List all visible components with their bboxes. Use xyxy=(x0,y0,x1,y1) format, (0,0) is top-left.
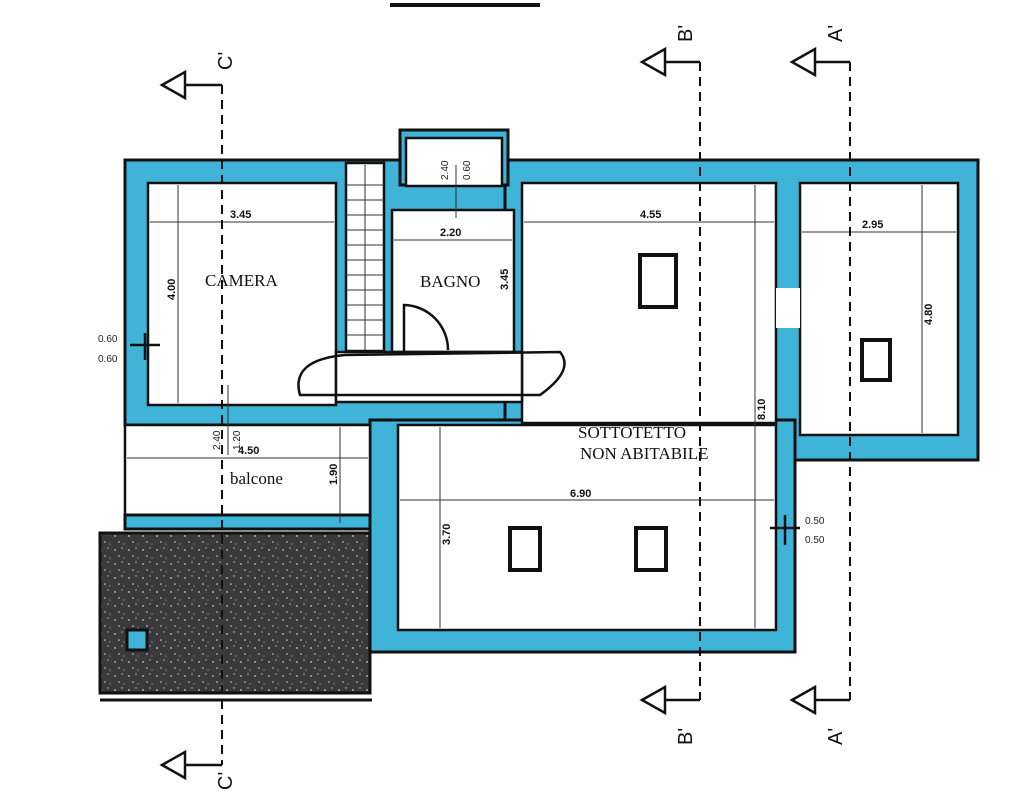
dim-camera-height: 4.00 xyxy=(166,279,178,300)
window-markers xyxy=(130,333,800,545)
sottotetto-lower xyxy=(396,423,778,632)
skylight-lower-right xyxy=(634,526,668,572)
balcone-parapet xyxy=(123,513,372,531)
dim-small-room-height: 4.80 xyxy=(923,304,935,325)
section-label-a-bottom: A' xyxy=(825,728,847,745)
dim-window-right-a: 0.50 xyxy=(805,516,825,527)
dim-window-top-b: 0.60 xyxy=(462,160,473,180)
room-label-balcone: balcone xyxy=(230,469,283,488)
dim-sottotetto-bottom-width: 6.90 xyxy=(570,488,591,500)
roof-area xyxy=(98,531,372,695)
skylight-lower-left xyxy=(508,526,542,572)
skylights xyxy=(508,253,892,572)
small-room-opening xyxy=(776,288,800,328)
room-label-sottotetto: SOTTOTETTO xyxy=(578,423,686,442)
skylight-small-room xyxy=(860,338,892,382)
room-label-non-abitabile: NON ABITABILE xyxy=(580,444,709,463)
bagno-room xyxy=(390,208,516,354)
landing-curve xyxy=(297,350,566,397)
dim-sottotetto-height: 8.10 xyxy=(756,399,768,420)
section-lines xyxy=(185,60,851,767)
small-room xyxy=(798,181,960,437)
dim-window-right-b: 0.50 xyxy=(805,535,825,546)
niche xyxy=(404,136,504,188)
dim-balcone-door-a: 2.40 xyxy=(212,430,223,450)
stair-treads xyxy=(346,165,384,350)
inner-floors xyxy=(146,136,960,632)
dim-balcone-door-b: 1.20 xyxy=(232,430,243,450)
dim-window-top-a: 2.40 xyxy=(440,160,451,180)
dim-balcone-width: 4.50 xyxy=(238,445,259,457)
bagno-door-swing xyxy=(402,303,450,352)
section-label-b-top: B' xyxy=(675,25,697,42)
room-label-bagno: BAGNO xyxy=(420,272,480,291)
roof-chimney xyxy=(125,628,149,652)
dim-small-room-width: 2.95 xyxy=(862,219,883,231)
section-label-b-bottom: B' xyxy=(675,728,697,745)
dim-bagno-width: 2.20 xyxy=(440,227,461,239)
dim-window-left-b: 0.60 xyxy=(98,354,118,365)
section-label-c-top: C' xyxy=(215,52,237,70)
dim-balcone-height: 1.90 xyxy=(328,464,340,485)
dimension-lines xyxy=(127,165,956,628)
balcone-area xyxy=(123,423,372,527)
dim-bagno-height: 3.45 xyxy=(499,269,511,290)
dim-window-left-a: 0.60 xyxy=(98,334,118,345)
dim-sottotetto-top-width: 4.55 xyxy=(640,209,661,221)
section-arrows xyxy=(159,46,817,781)
section-label-a-top: A' xyxy=(825,25,847,42)
dim-camera-width: 3.45 xyxy=(230,209,251,221)
section-label-c-bottom: C' xyxy=(215,772,237,790)
skylight-upper xyxy=(638,253,678,309)
room-label-camera: CAMERA xyxy=(205,271,278,290)
dim-sottotetto-lower-height: 3.70 xyxy=(441,524,453,545)
corridor xyxy=(334,350,524,404)
